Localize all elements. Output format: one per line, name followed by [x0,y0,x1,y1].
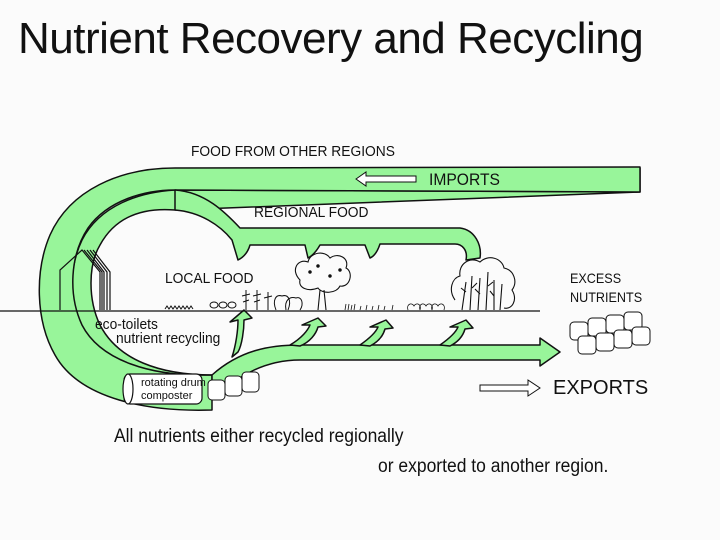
drum-composter-icon [122,373,203,405]
house-icon [59,249,111,310]
eco-toilets-label: eco-toilets [95,316,158,333]
grass-icon [344,303,445,311]
composter-label-line2: composter [141,390,193,402]
imports-flow-band [70,167,641,399]
imports-channel [38,166,641,411]
composter-bags-icon [207,371,260,401]
tree-icon [294,252,351,311]
shrub-icon [164,290,303,311]
caption-line2: or exported to another region. [378,456,609,477]
page-title: Nutrient Recovery and Recycling [18,14,644,63]
arrow-left-icon [355,171,417,187]
forest-icon [450,257,516,311]
exports-label: EXPORTS [553,377,649,399]
recycle-arrow-4 [439,319,474,347]
recycle-arrow-3 [359,319,394,347]
imports-label: IMPORTS [429,170,500,189]
compost-bag-icon [569,311,651,355]
composter-label-line1: rotating drum [141,377,206,389]
nutrients-label: NUTRIENTS [570,289,643,305]
food-from-other-regions-label: FOOD FROM OTHER REGIONS [191,143,395,160]
recycle-arrow-2 [289,317,327,347]
caption-line1: All nutrients either recycled regionally [114,426,404,447]
recycle-arrow-1 [229,309,253,358]
arrow-right-icon [479,379,541,397]
regional-food-flow [174,189,482,261]
regional-food-label: REGIONAL FOOD [254,204,369,221]
nutrient-recycling-label: nutrient recycling [116,330,221,347]
local-food-label: LOCAL FOOD [165,270,254,287]
excess-label: EXCESS [570,270,622,286]
